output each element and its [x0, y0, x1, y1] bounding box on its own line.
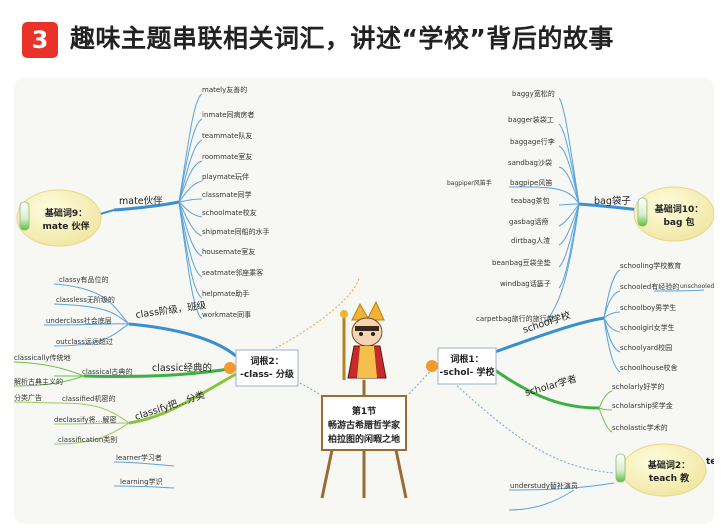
root-to-figure-line [271, 277, 360, 351]
mate-word: workmate同事 [202, 310, 251, 319]
learn-word: learner学习者 [116, 453, 162, 462]
class-branch: class阶级，班级 classy有品位的 classless无阶级的 unde… [43, 275, 237, 358]
root-right-box: 词根1： -schol- 学校 [426, 347, 497, 385]
school-word: schoolyard校园 [620, 343, 672, 352]
section-number-badge: 3 [22, 22, 58, 58]
bag-word: gasbag话痨 [509, 217, 549, 226]
school-word: schooling学校教育 [620, 261, 681, 270]
classic-branch: classic经典的 classically传统地 classical古典的 解… [14, 353, 237, 387]
school-word: schoolgirl女学生 [620, 323, 675, 332]
school-word: schoolhouse校舍 [620, 363, 678, 372]
mate-word: helpmate助手 [202, 289, 249, 298]
mate-word: teammate队友 [202, 131, 252, 140]
bubble-label: 基础词2： [647, 459, 690, 471]
mate-word: shipmate同船的水手 [202, 227, 270, 236]
test-tube-icon [637, 197, 648, 227]
center-line3: 柏拉图的闲暇之地 [328, 433, 400, 445]
class-word: classy有品位的 [59, 275, 109, 284]
classic-word: classical古典的 [82, 367, 132, 376]
bag-word: bagger装袋工 [508, 115, 554, 124]
root-right-line2: -schol- 学校 [440, 366, 496, 378]
mate-word: roommate室友 [202, 152, 252, 161]
center-line1: 第1节 [352, 405, 376, 417]
center-line2: 畅游古希腊哲学家 [328, 419, 401, 431]
mind-map: mate伙伴 mately友善的 inmate同病房者 teammate队友 r… [14, 78, 714, 524]
mate-word: inmate同病房者 [202, 110, 255, 119]
learn-word: learning学识 [120, 477, 163, 486]
mate-word: mately友善的 [202, 85, 247, 94]
mate-word: housemate室友 [202, 247, 255, 256]
bag-word: beanbag豆袋坐垫 [492, 258, 551, 267]
mate-branch: mate伙伴 mately友善的 inmate同病房者 teammate队友 r… [84, 85, 270, 320]
philosopher-figure-icon [340, 300, 387, 380]
branch-mate: mate伙伴 [119, 195, 163, 207]
bubble-label: mate 伙伴 [43, 220, 90, 232]
branch-classic: classic经典的 [152, 362, 212, 374]
bag-word: bagpipe风笛 [510, 178, 552, 187]
section-title: 趣味主题串联相关词汇，讲述“学校”背后的故事 [70, 24, 614, 53]
branch-bag: bag袋子 [594, 195, 631, 207]
scholar-word: scholastic学术的 [612, 423, 668, 432]
bubble-label: 基础词10： [654, 203, 704, 215]
teach-words: understudy替补演员 [508, 481, 615, 511]
class-word: underclass社会底层 [46, 316, 112, 325]
person-icon [224, 362, 236, 374]
school-word: schoolboy男学生 [620, 303, 676, 312]
branch-scholar: scholar学者 [524, 373, 579, 399]
bag-bubble: 基础词10： bag 包 [633, 186, 714, 242]
mate-word: schoolmate校友 [202, 208, 257, 217]
root-left-box: 词根2： -class- 分级 [224, 349, 299, 387]
mind-map-canvas: mate伙伴 mately友善的 inmate同病房者 teammate队友 r… [14, 85, 714, 511]
test-tube-icon [19, 201, 30, 231]
classify-word: classified机密的 [62, 394, 115, 403]
teach-word: understudy替补演员 [510, 481, 578, 490]
mate-bubble: 基础词9： mate 伙伴 [16, 189, 102, 247]
bubble-label: teach 教 [649, 472, 690, 484]
class-word: classless无阶级的 [56, 295, 115, 304]
easel-icon [320, 380, 408, 499]
right-edge-cut-text: te [706, 457, 714, 467]
bag-branch: bag袋子 baggy宽松的 bagger装袋工 baggage行李 sandb… [447, 89, 640, 324]
classify-word: declassify将…解密 [54, 415, 117, 424]
school-far: unschooled [680, 283, 714, 290]
mate-word: seatmate邻座乘客 [202, 268, 263, 277]
header: 3 趣味主题串联相关词汇，讲述“学校”背后的故事 [0, 0, 726, 66]
bagpiper-word: bagpiper风笛手 [447, 179, 492, 187]
classify-word: classification类别 [58, 435, 117, 444]
bubble-label: 基础词9： [44, 207, 87, 219]
scholar-branch: scholar学者 scholarly好学的 scholarship奖学金 sc… [491, 366, 673, 433]
bag-word: windbag话篓子 [500, 279, 551, 288]
person-icon [426, 360, 438, 372]
classify-far: 分类广告 [14, 393, 42, 402]
mate-word: playmate玩伴 [202, 172, 249, 181]
bag-word: dirtbag人渣 [511, 236, 550, 245]
bag-word: sandbag沙袋 [508, 158, 552, 167]
bag-word: teabag茶包 [511, 196, 550, 205]
branch-classify: classify把…分类 [133, 389, 207, 423]
classic-word: classically传统地 [14, 353, 71, 362]
bubble-label: bag 包 [663, 216, 694, 228]
classic-extra: 解析古典主义的 [14, 377, 63, 386]
bag-word: baggy宽松的 [512, 89, 555, 98]
branch-school: school学校 [521, 309, 572, 336]
branch-class: class阶级，班级 [135, 299, 208, 321]
root-left-line2: -class- 分级 [240, 368, 295, 380]
school-word: schooled有经验的 [620, 282, 679, 291]
teach-bubble: 基础词2： teach 教 te [615, 443, 714, 497]
scholar-word: scholarly好学的 [612, 382, 664, 391]
root-left-line1: 词根2： [250, 355, 283, 367]
left-bottom-words: learner学习者 learning学识 [113, 453, 175, 489]
bag-word: carpetbag旅行的旅行袋 [476, 314, 554, 323]
bag-word: baggage行李 [510, 137, 555, 146]
mate-word: classmate同学 [202, 190, 252, 199]
test-tube-icon [615, 453, 626, 483]
center-to-right-root-line [408, 359, 440, 395]
class-word: outclass远远超过 [56, 337, 113, 346]
scholar-word: scholarship奖学金 [612, 401, 673, 410]
root-right-line1: 词根1： [450, 353, 483, 365]
